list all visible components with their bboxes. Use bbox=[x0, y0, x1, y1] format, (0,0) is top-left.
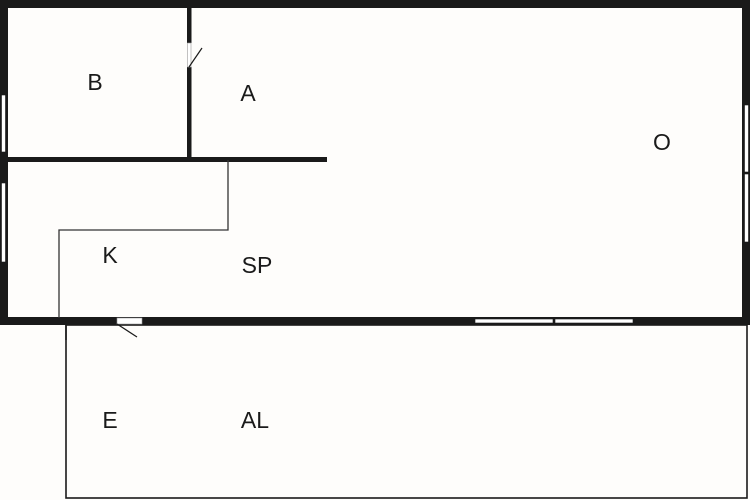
room-label-o: O bbox=[653, 129, 671, 155]
door-b-a[interactable] bbox=[187, 42, 203, 68]
door-entrance[interactable] bbox=[116, 317, 143, 338]
window-left-lower bbox=[1, 182, 6, 263]
room-label-al: AL bbox=[241, 407, 269, 433]
door-swing-icon bbox=[116, 323, 138, 338]
wall-top bbox=[0, 0, 750, 8]
window-right-upper bbox=[744, 104, 749, 173]
wall-bottom bbox=[0, 317, 750, 325]
kitchen-partition bbox=[58, 160, 229, 318]
window-left-upper bbox=[1, 94, 6, 153]
wall-horizontal bbox=[7, 157, 327, 162]
room-label-sp: SP bbox=[242, 252, 273, 278]
wall-b-a-lower bbox=[187, 67, 192, 161]
room-label-a: A bbox=[240, 80, 256, 106]
window-bottom-right bbox=[554, 318, 634, 324]
room-label-b: B bbox=[87, 69, 102, 95]
door-swing-icon bbox=[188, 47, 203, 68]
window-right-lower bbox=[744, 173, 749, 243]
wall-left bbox=[0, 0, 8, 325]
room-label-k: K bbox=[102, 242, 118, 268]
door-opening bbox=[116, 317, 143, 325]
interior-walls bbox=[7, 7, 327, 162]
window-bottom-left bbox=[474, 318, 554, 324]
door-opening bbox=[187, 42, 192, 68]
wall-b-a-upper bbox=[187, 7, 192, 43]
windows bbox=[1, 94, 749, 324]
room-label-e: E bbox=[102, 407, 117, 433]
